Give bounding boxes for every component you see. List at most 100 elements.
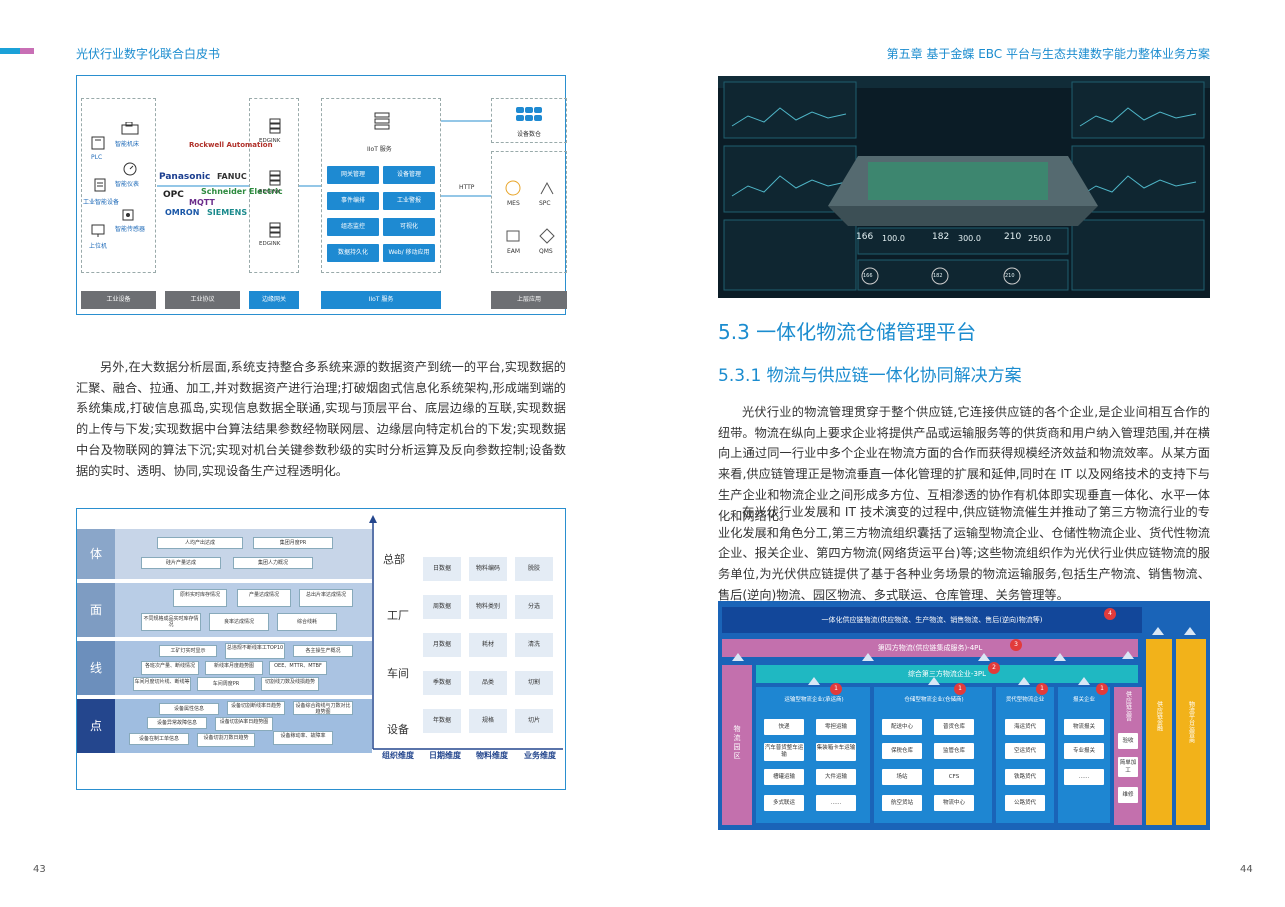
xian-item: 总违规不断线率工TOP10 (225, 643, 285, 659)
dian-item: 设备切割刀数日趋势 (197, 733, 255, 747)
edge-gateway-icon (269, 118, 281, 134)
xian-item: 各主操生产概况 (293, 645, 353, 657)
step-badge: 4 (1104, 608, 1116, 620)
plc-icon (91, 136, 105, 150)
material-cell: 耗材 (469, 633, 507, 657)
qms-icon (539, 228, 555, 244)
left-body-paragraph: 另外,在大数据分析层面,系统支持整合多系统来源的数据资产到统一的平台,实现数据的… (76, 360, 566, 478)
edge-label: EDGINK (259, 189, 281, 195)
spc-icon (540, 181, 554, 195)
forwarder-item: 公路货代 (1005, 795, 1045, 811)
warehouse-item: 保税仓库 (882, 743, 922, 759)
brand-opc: OPC (163, 190, 184, 200)
warehouse-item: CFS (934, 769, 974, 785)
forwarder-item: 铁路货代 (1005, 769, 1045, 785)
metric-value: 250.0 (1028, 234, 1051, 243)
material-cell: 规格 (469, 709, 507, 733)
level-label: 线 (77, 641, 115, 695)
dian-item: 设备切割断线率日趋势 (227, 701, 285, 715)
device-column (81, 98, 156, 273)
material-cell: 物料编码 (469, 557, 507, 581)
right-paragraph-1: 光伏行业的物流管理贯穿于整个供应链,它连接供应链的各个企业,是企业间相互合作的纽… (718, 405, 1210, 523)
xian-item: OEE、MTTR、MTBF (269, 661, 327, 675)
supply-chain-finance-label: 供应链金融 (1155, 701, 1163, 731)
server-icon (374, 112, 390, 130)
date-cell: 日数据 (423, 557, 461, 581)
org-row-label: 总部 (383, 553, 405, 566)
dim-label: 业务维度 (524, 751, 556, 760)
device-label: 上位机 (89, 243, 108, 250)
iiot-item: 网关管理 (327, 166, 379, 184)
transport-subtitle: (承运商) (822, 697, 844, 703)
mes-icon (505, 180, 521, 196)
brand-rockwell: Rockwell Automation (189, 141, 273, 149)
forwarder-item: 空运货代 (1005, 743, 1045, 759)
edge-label: EDGINK (259, 138, 281, 144)
warehouse-subtitle: (仓储商) (942, 697, 964, 703)
machine-tool-icon (121, 122, 139, 135)
transport-item: 汽车普货整车运输 (764, 743, 804, 761)
org-row-label: 设备 (387, 723, 409, 736)
caption-edge: 边缘网关 (249, 291, 299, 309)
fourpl-bar: 第四方物流(供应链集成服务)-4PL (722, 639, 1138, 657)
dashboard-graphics (718, 76, 1210, 291)
metric-code: 182 (932, 232, 950, 242)
business-cell: 切割 (515, 671, 553, 695)
dashboard-screenshot: 166 100.0 182 300.0 210 250.0 166 182 21… (718, 76, 1210, 298)
caption-apps: 上层应用 (491, 291, 567, 309)
iiot-item: 数据持久化 (327, 244, 379, 262)
forwarder-title: 货代型物流企业 (1005, 697, 1045, 703)
material-cell: 品类 (469, 671, 507, 695)
left-header-title: 光伏行业数字化联合白皮书 (76, 47, 221, 61)
warehouse-item: 物流中心 (934, 795, 974, 811)
page-number-left: 43 (33, 864, 46, 875)
http-label: HTTP (459, 184, 475, 191)
metric-code: 166 (856, 232, 874, 242)
warehouse-item: 场站 (882, 769, 922, 785)
dim-label: 日期维度 (429, 751, 461, 760)
iiot-item: 事件编排 (327, 192, 379, 210)
iiot-item: 工业警报 (383, 192, 435, 210)
transport-title: 运输型物流企业(承运商) (764, 695, 864, 703)
caption-protocols: 工业协议 (165, 291, 240, 309)
date-cell: 年数据 (423, 709, 461, 733)
date-cell: 季数据 (423, 671, 461, 695)
date-cell: 周数据 (423, 595, 461, 619)
step-badge: 2 (988, 662, 1000, 674)
dian-item: 设备在制工单信息 (129, 733, 189, 745)
warehouse-item: 配送中心 (882, 719, 922, 735)
brand-fanuc: FANUC (217, 172, 247, 181)
brand-siemens: SIEMENS (207, 208, 248, 217)
app-label: SPC (539, 200, 551, 207)
iiot-column (321, 98, 441, 273)
dian-item: 设备稼动率、故障率 (273, 731, 333, 745)
transport-item: 集装箱卡车运输 (816, 743, 856, 761)
eam-icon (506, 230, 520, 242)
level-label: 体 (77, 529, 115, 579)
ops-item: 验收 (1118, 733, 1138, 749)
brand-mqtt: MQTT (189, 198, 215, 207)
step-badge: 1 (1096, 683, 1108, 695)
transport-title-text: 运输型物流企业 (784, 697, 823, 703)
metric-value: 300.0 (958, 234, 981, 243)
page-number-right: 44 (1240, 864, 1253, 875)
ops-item: 简单加工 (1118, 757, 1138, 777)
database-icon (516, 107, 542, 121)
material-cell: 物料类别 (469, 595, 507, 619)
mian-item: 良率达成情况 (209, 613, 269, 631)
right-header-title: 第五章 基于金蝶 EBC 平台与生态共建数字能力整体业务方案 (886, 47, 1210, 61)
pc-monitor-icon (91, 224, 105, 237)
flow-arrows (732, 627, 1196, 685)
logistics-park-bar: 物流园区 (722, 665, 752, 825)
warehouse-title-text: 仓储型物流企业 (904, 697, 943, 703)
app-label: QMS (539, 248, 553, 255)
dian-item: 设备异常故障信息 (147, 717, 207, 729)
app-label: EAM (507, 248, 521, 255)
metric-code: 210 (1004, 232, 1022, 242)
step-badge: 3 (1010, 639, 1022, 651)
device-label: 工业智能设备 (83, 199, 120, 206)
connector-lines (157, 120, 491, 197)
subsection-heading: 5.3.1 物流与供应链一体化协同解决方案 (718, 366, 1022, 386)
xian-item: 各班次产量、断线情况 (141, 661, 199, 675)
caption-devices: 工业设备 (81, 291, 156, 309)
